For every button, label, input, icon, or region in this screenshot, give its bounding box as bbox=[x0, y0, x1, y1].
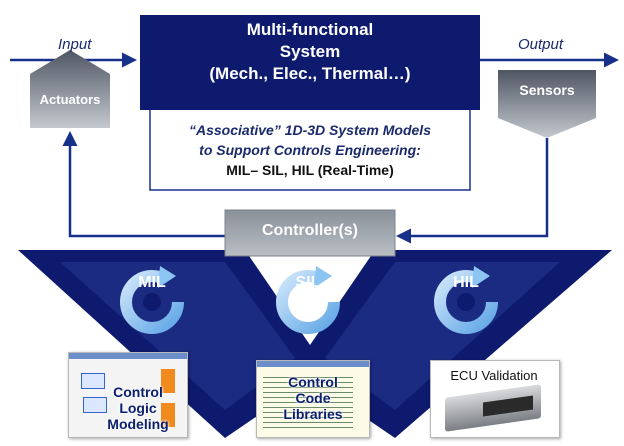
loop-label-sil: SIL bbox=[295, 274, 321, 291]
modeling-label-line2: Logic bbox=[119, 400, 157, 416]
loop-label-hil: HIL bbox=[453, 274, 479, 291]
control-code-libraries-screenshot bbox=[256, 360, 370, 438]
window-titlebar bbox=[69, 353, 187, 359]
ecu-validation-image bbox=[430, 360, 560, 438]
output-label: Output bbox=[518, 36, 564, 53]
model-block bbox=[83, 397, 107, 413]
actuators-label: Actuators bbox=[39, 92, 101, 107]
libraries-label-line2: Code bbox=[295, 390, 331, 406]
controller-label: Controller(s) bbox=[262, 222, 358, 239]
control-logic-modeling-screenshot bbox=[68, 352, 188, 438]
models-line2: to Support Controls Engineering: bbox=[199, 142, 421, 158]
system-title-line2: System bbox=[279, 42, 341, 61]
libraries-label-line3: Libraries bbox=[283, 406, 343, 422]
loop-icon-hil bbox=[434, 266, 498, 334]
system-title-line3: (Mech., Elec., Thermal…) bbox=[209, 64, 411, 83]
loop-icon-sil bbox=[276, 266, 340, 334]
loop-label-mil: MIL bbox=[138, 274, 166, 291]
modeling-label-line1: Control bbox=[113, 384, 163, 400]
actuators-block bbox=[30, 50, 110, 128]
model-block bbox=[161, 403, 175, 427]
system-box bbox=[140, 15, 480, 110]
system-title-line1: Multi-functional bbox=[246, 20, 374, 39]
control-arrow bbox=[62, 131, 225, 238]
models-line1: “Associative” 1D-3D System Models bbox=[189, 122, 431, 138]
code-lines bbox=[263, 373, 353, 431]
window-titlebar bbox=[257, 361, 369, 367]
models-line3: MIL– SIL, HIL (Real-Time) bbox=[226, 162, 394, 178]
model-block bbox=[161, 369, 175, 393]
feedback-arrow bbox=[396, 138, 549, 244]
libraries-label-line1: Control bbox=[288, 374, 338, 390]
sensors-label: Sensors bbox=[519, 82, 575, 98]
input-label: Input bbox=[58, 36, 92, 53]
sensors-block bbox=[498, 70, 596, 138]
ecu-validation-label: ECU Validation bbox=[450, 368, 538, 383]
models-panel bbox=[149, 110, 471, 191]
controller-box bbox=[224, 209, 396, 257]
model-block bbox=[81, 373, 105, 389]
v-band-highlight bbox=[325, 262, 560, 410]
v-band-highlight bbox=[60, 262, 295, 410]
loop-icon-mil bbox=[120, 266, 184, 334]
modeling-label-line3: Modeling bbox=[107, 416, 169, 432]
